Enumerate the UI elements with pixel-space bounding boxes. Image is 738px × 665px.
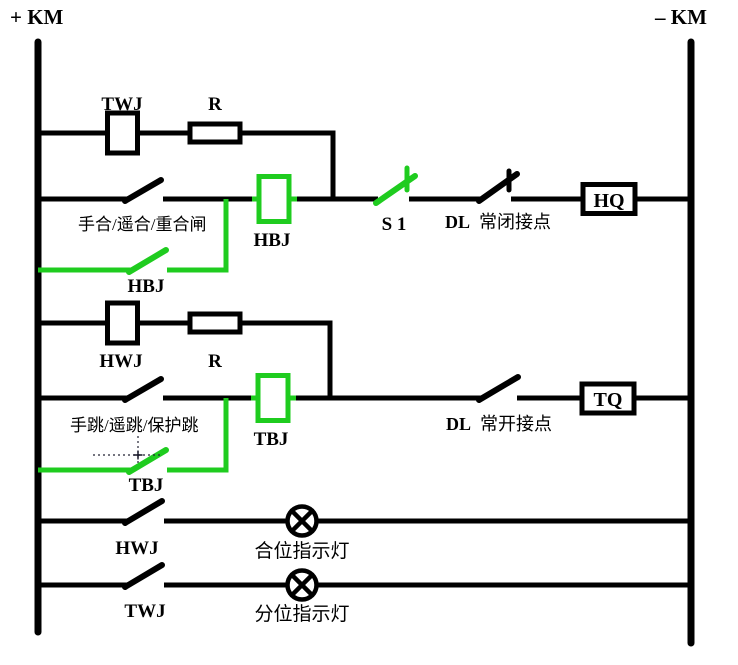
- positive-bus-label: + KM: [10, 5, 64, 29]
- twj-position-contact-label: TWJ: [124, 601, 165, 622]
- s1-contact-label: S 1: [382, 214, 407, 235]
- tbj-branch-wire-b: [167, 398, 229, 473]
- twj-coil-label: TWJ: [101, 94, 142, 115]
- tbj-coil-label: TBJ: [254, 429, 289, 450]
- dl-no-contact: [476, 374, 521, 403]
- open-indicator-lamp-label: 分位指示灯: [254, 603, 349, 625]
- hwj-relay-coil: [105, 300, 140, 346]
- resistor-r1-label: R: [208, 94, 222, 115]
- resistor-r1: [187, 121, 243, 145]
- negative-bus-label: – KM: [654, 5, 707, 29]
- tbj-holding-contact: [126, 447, 169, 475]
- manual-trip-contact-label: 手跳/遥跳/保护跳: [70, 416, 198, 435]
- resistor-r2-label: R: [208, 351, 222, 372]
- resistor-r2: [187, 311, 243, 335]
- hbj-holding-contact: [126, 247, 169, 275]
- hq-coil-box-label: HQ: [593, 190, 624, 212]
- twj-relay-coil: [105, 110, 140, 156]
- tq-coil-box-label: TQ: [594, 389, 623, 411]
- open-indicator-lamp-cross: [289, 572, 315, 598]
- dl-nc-contact-label-suffix: 常闭接点: [479, 212, 551, 232]
- hbj-holding-contact-label: HBJ: [128, 276, 165, 297]
- dl-no-contact-label-suffix: 常开接点: [480, 414, 552, 434]
- hwj-coil-label: HWJ: [99, 351, 142, 372]
- dl-nc-contact-label-prefix: DL: [445, 212, 470, 232]
- twj-position-contact: [122, 562, 165, 590]
- hwj-position-contact-label: HWJ: [115, 538, 158, 559]
- tbj-holding-contact-label: TBJ: [129, 475, 164, 496]
- manual-close-contact-label: 手合/遥合/重合闸: [78, 215, 206, 234]
- close-indicator-lamp-cross: [289, 508, 315, 534]
- manual-close-contact: [122, 177, 164, 204]
- hbj-coil-label: HBJ: [254, 230, 291, 251]
- hbj-relay-coil: [256, 174, 292, 224]
- crosshair-marker-plus: [133, 450, 143, 460]
- tq-coil-box: [579, 381, 637, 416]
- dl-no-contact-label-prefix: DL: [446, 414, 471, 434]
- tbj-relay-coil: [255, 373, 291, 423]
- hbj-branch-wire-b: [167, 199, 229, 273]
- close-indicator-lamp-label: 合位指示灯: [254, 540, 349, 562]
- hwj-position-contact: [122, 498, 165, 526]
- hq-coil-box: [580, 182, 638, 216]
- manual-trip-contact: [122, 376, 164, 403]
